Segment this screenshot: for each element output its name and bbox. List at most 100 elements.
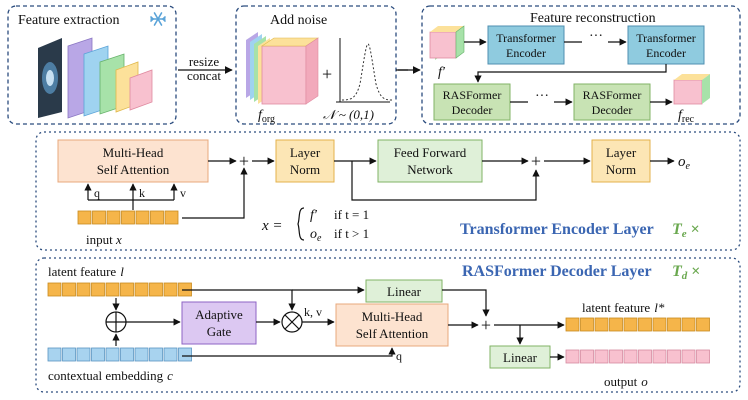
token-cell	[580, 349, 594, 364]
decoder-layer-title: RASFormer Decoder Layer	[462, 263, 652, 280]
f-rec-cube	[673, 74, 710, 105]
q-decoder-label: q	[396, 349, 402, 363]
enc2-line1: Transformer	[636, 31, 696, 45]
add-noise-panel: Add noise forg + 𝒩 ~ (0,1)	[235, 5, 397, 125]
resize-label: resize	[189, 54, 220, 69]
feature-reconstruction-panel: Feature reconstruction f′ Transformer En…	[421, 5, 741, 125]
f-prime-cube	[429, 25, 465, 60]
dec1-line2: Decoder	[452, 103, 493, 117]
feature-reconstruction-title: Feature reconstruction	[530, 11, 656, 26]
enc-to-dec-arrow	[474, 64, 667, 83]
rasformer-decoder-1	[433, 83, 511, 121]
decoder-mha-block	[335, 303, 449, 347]
dec2-line2: Decoder	[592, 103, 633, 117]
ffn-line1: Feed Forward	[394, 145, 467, 160]
token-cell	[164, 210, 179, 225]
v-label: v	[180, 186, 186, 200]
token-cell	[178, 347, 192, 362]
token-cell	[77, 210, 92, 225]
token-cell	[623, 349, 638, 364]
snowflake-icon	[150, 12, 166, 26]
enc-dots: ···	[589, 29, 603, 44]
feature-extraction-panel: Feature extraction	[7, 5, 177, 125]
normal-dist-label: 𝒩 ~ (0,1)	[323, 107, 374, 122]
linear-to-plus	[442, 289, 490, 317]
otimes-d2	[284, 314, 300, 330]
encoder-layernorm-2	[591, 139, 651, 183]
token-cell	[696, 317, 710, 332]
decoder-plus: +	[481, 315, 491, 335]
token-cell	[120, 282, 134, 297]
token-cell	[667, 317, 681, 332]
svg-text:if t > 1: if t > 1	[334, 226, 369, 241]
enc2-line2: Encoder	[646, 46, 686, 60]
ln2-line1: Layer	[606, 145, 637, 160]
token-cell	[652, 349, 667, 364]
token-cell	[150, 210, 164, 225]
rasformer-decoder-2	[573, 83, 651, 121]
feature-extraction-title: Feature extraction	[18, 13, 119, 28]
encoder-layernorm-1	[275, 139, 335, 183]
f-prime-label: f′	[438, 65, 446, 80]
latent-feature-cells	[47, 282, 192, 297]
f-rec-label: frec	[678, 108, 695, 125]
kv-label: k, v	[304, 305, 322, 319]
dec-dots: ···	[535, 89, 549, 104]
token-cell	[580, 317, 594, 332]
decoder-mha-line1: Multi-Head	[362, 309, 423, 324]
encoder-layer-title: Transformer Encoder Layer	[460, 221, 654, 238]
contextual-embedding-cells	[47, 347, 192, 362]
token-cell	[134, 282, 149, 297]
svg-text:if t = 1: if t = 1	[334, 207, 369, 222]
encoder-input-label: input x	[86, 232, 122, 247]
linear2-label: Linear	[503, 350, 538, 365]
token-cell	[163, 282, 178, 297]
dec2-line1: RASFormer	[583, 88, 642, 102]
gate-line1: Adaptive	[195, 307, 243, 322]
dec1-line1: RASFormer	[443, 88, 502, 102]
decoder-linear-1	[365, 279, 443, 303]
token-cell	[667, 349, 681, 364]
concat-label: concat	[187, 68, 221, 83]
svg-text:f′: f′	[310, 208, 318, 223]
ffn-line2: Network	[407, 162, 453, 177]
latent-output-cells	[565, 317, 710, 332]
token-cell	[91, 347, 105, 362]
ln1-line2: Norm	[290, 162, 320, 177]
gaussian-plot	[336, 38, 393, 103]
token-cell	[149, 347, 163, 362]
adaptive-gate-block	[181, 301, 257, 345]
ln2-line2: Norm	[606, 162, 636, 177]
token-cell	[609, 349, 623, 364]
token-cell	[594, 349, 609, 364]
token-cell	[62, 347, 76, 362]
linear1-label: Linear	[387, 284, 422, 299]
encoder-repeat-label: Te×	[672, 221, 700, 240]
input-image	[38, 38, 62, 118]
f-org-cube	[246, 32, 319, 105]
token-cell	[134, 347, 149, 362]
token-cell	[565, 349, 580, 364]
token-cell	[149, 282, 163, 297]
token-cell	[62, 282, 76, 297]
encoder-plus-1: +	[239, 151, 249, 171]
input-cases-formula: x = f′ if t = 1 oe if t > 1	[261, 207, 369, 244]
svg-text:x =: x =	[261, 218, 283, 234]
ln1-line1: Layer	[290, 145, 321, 160]
gate-line2: Gate	[207, 324, 232, 339]
token-cell	[623, 317, 638, 332]
token-cell	[121, 210, 135, 225]
token-cell	[105, 282, 120, 297]
token-cell	[91, 282, 105, 297]
token-cell	[681, 317, 696, 332]
token-cell	[681, 349, 696, 364]
token-cell	[135, 210, 150, 225]
token-cell	[638, 317, 652, 332]
k-label: k	[139, 186, 145, 200]
context-to-mha-q	[182, 347, 396, 357]
transformer-encoder-1	[487, 25, 565, 65]
